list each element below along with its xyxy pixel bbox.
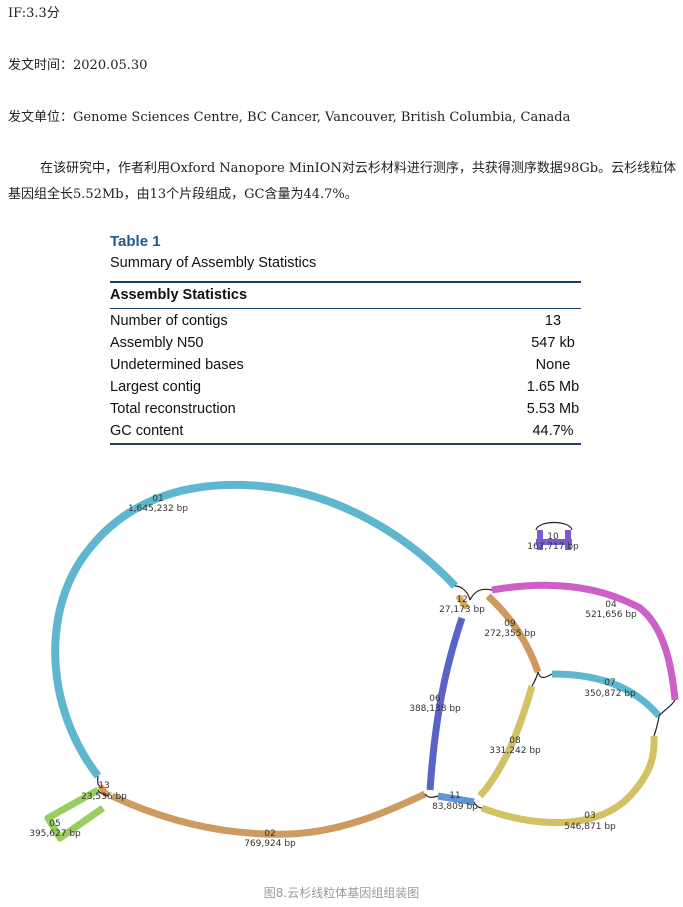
row-name: Total reconstruction <box>110 401 236 417</box>
contig-id-label: 01 <box>152 494 163 504</box>
contig-path-07 <box>551 670 662 719</box>
row-value: 44.7% <box>532 423 574 439</box>
contig-length-label: 546,871 bp <box>564 822 616 832</box>
contig-path-04 <box>491 581 679 701</box>
contig-id-label: 06 <box>429 694 441 704</box>
impact-factor: IF:3.3分 <box>8 6 60 21</box>
table-header: Assembly Statistics <box>110 287 248 303</box>
table-row: Assembly N50 547 kb <box>110 332 581 354</box>
row-name: Number of contigs <box>110 313 228 329</box>
contig-id-label: 08 <box>509 736 521 746</box>
contig-path-09 <box>485 593 542 674</box>
contig-length-label: 769,924 bp <box>244 839 296 849</box>
affiliation: 发文单位：Genome Sciences Centre, BC Cancer, … <box>8 110 571 125</box>
contig-path-10 <box>536 530 572 550</box>
contig-id-label: 10 <box>547 532 559 542</box>
assembly-graph: 01 1,645,232 bp 02 769,924 bp 03 546,871… <box>29 480 679 849</box>
contig-path-02 <box>110 790 427 838</box>
contig-path-11 <box>437 792 475 806</box>
link-edge <box>653 699 676 737</box>
contig-id-label: 03 <box>584 811 595 821</box>
contig-length-label: 83,809 bp <box>432 802 478 812</box>
contig-length-label: 350,872 bp <box>584 689 636 699</box>
contig-id-label: 13 <box>98 781 109 791</box>
link-edge <box>454 585 493 601</box>
contig-length-label: 395,627 bp <box>29 829 81 839</box>
table-label: Table 1 <box>110 233 161 250</box>
contig-path-12 <box>455 594 470 610</box>
row-value: 547 kb <box>531 335 575 351</box>
link-edge <box>424 793 483 809</box>
contig-length-label: 27,173 bp <box>439 605 485 615</box>
contig-path-03 <box>480 735 658 827</box>
contig-id-label: 11 <box>449 791 460 801</box>
table-row: GC content 44.7% <box>110 420 581 442</box>
contig-length-label: 167,717 bp <box>527 542 579 552</box>
row-name: Undetermined bases <box>110 357 244 373</box>
contig-length-label: 388,138 bp <box>409 704 461 714</box>
row-name: Largest contig <box>110 379 202 395</box>
table-top-rule <box>110 281 581 283</box>
table-row: Undetermined bases None <box>110 354 581 376</box>
table-row: Number of contigs 13 <box>110 310 581 332</box>
contig-path-01 <box>51 480 458 779</box>
table-bottom-rule <box>110 443 581 445</box>
contig-path-06 <box>426 616 466 791</box>
assembly-statistics-table: Table 1 Summary of Assembly Statistics A… <box>110 232 581 445</box>
row-value: None <box>535 357 571 373</box>
contig-id-label: 02 <box>264 829 275 839</box>
contig-path-08 <box>477 685 536 799</box>
publish-date: 发文时间：2020.05.30 <box>8 58 148 73</box>
contig-id-label: 09 <box>504 619 516 629</box>
table-row: Largest contig 1.65 Mb <box>110 376 581 398</box>
row-name: GC content <box>110 423 184 439</box>
row-value: 5.53 Mb <box>526 401 580 417</box>
contig-length-label: 521,656 bp <box>585 610 637 620</box>
contig-path-05 <box>44 786 106 842</box>
link-edge <box>531 671 553 687</box>
contig-id-label: 05 <box>49 819 60 829</box>
row-value: 1.65 Mb <box>526 379 580 395</box>
table-header-rule <box>110 308 581 309</box>
row-name: Assembly N50 <box>110 335 204 351</box>
contig-path-13 <box>97 784 111 798</box>
contig-id-label: 12 <box>456 595 467 605</box>
contig-id-label: 07 <box>604 678 615 688</box>
contig-length-label: 272,355 bp <box>484 629 536 639</box>
link-edge <box>535 521 573 531</box>
link-edge <box>97 775 109 797</box>
summary-paragraph: 在该研究中，作者利用Oxford Nanopore MinION对云杉材料进行测… <box>8 161 677 202</box>
row-value: 13 <box>544 313 562 329</box>
contig-length-label: 23,536 bp <box>81 792 127 802</box>
contig-length-label: 331,242 bp <box>489 746 541 756</box>
figure-caption: 图8.云杉线粒体基因组组装图 <box>263 886 420 900</box>
contig-length-label: 1,645,232 bp <box>128 504 188 514</box>
table-row: Total reconstruction 5.53 Mb <box>110 398 581 420</box>
table-caption: Summary of Assembly Statistics <box>110 255 317 271</box>
contig-id-label: 04 <box>605 600 617 610</box>
